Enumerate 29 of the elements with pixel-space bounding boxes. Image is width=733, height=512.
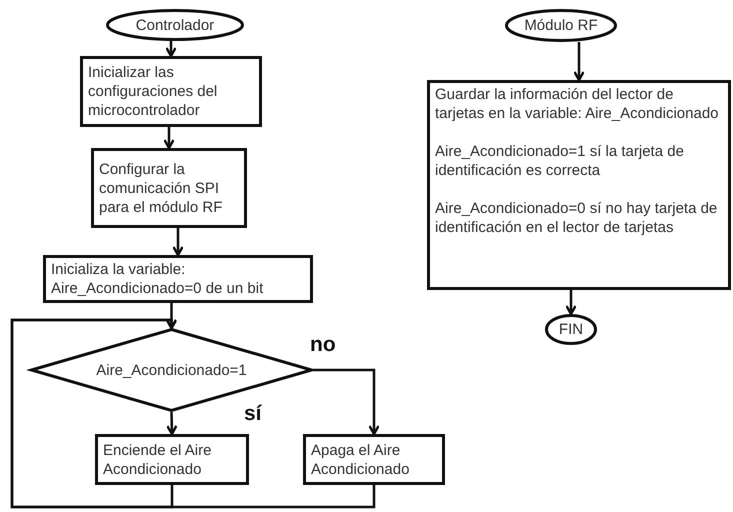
terminal-ellipse <box>505 9 617 42</box>
process-box <box>91 148 247 228</box>
step-text: Inicializar las configuraciones del microcontrolador <box>88 63 218 120</box>
process-box <box>303 434 445 485</box>
step-text: Inicializa la variable: Aire_Acondicionado=0 de un bit <box>51 260 264 298</box>
terminal-label: FIN <box>558 320 584 339</box>
terminal-label: Módulo RF <box>524 16 598 35</box>
step-text: Aire_Acondicionado=1 sí la tarjeta de identificación es correcta <box>435 142 685 180</box>
arrow <box>10 318 376 508</box>
process-box <box>80 56 262 127</box>
step-text: Guardar la información del lector de tarjetas en la variable: Aire_Acondicionado <box>435 85 720 123</box>
step-text: Configurar la comunicación SPI para el módulo RF <box>99 160 224 216</box>
step-text: Enciende el Aire Acondicionado <box>103 440 212 478</box>
process-box <box>95 434 249 485</box>
terminal-ellipse <box>545 314 597 345</box>
process-box <box>427 80 731 290</box>
arrow <box>172 228 184 256</box>
terminal-ellipse <box>106 9 244 41</box>
arrow <box>163 127 175 150</box>
step-text: Apaga el Aire Acondicionado <box>311 440 410 478</box>
terminal-label: Controlador <box>136 16 214 34</box>
arrow <box>313 368 380 436</box>
arrow <box>565 290 577 316</box>
arrow <box>573 42 585 82</box>
step-text: Aire_Acondicionado=0 sí no hay tarjeta de identificación en el lector de tarjetas <box>435 199 718 237</box>
process-box <box>43 255 313 303</box>
arrow <box>166 412 178 436</box>
arrow <box>165 41 177 58</box>
condition-text: Aire_Acondicionado=1 <box>96 360 247 380</box>
